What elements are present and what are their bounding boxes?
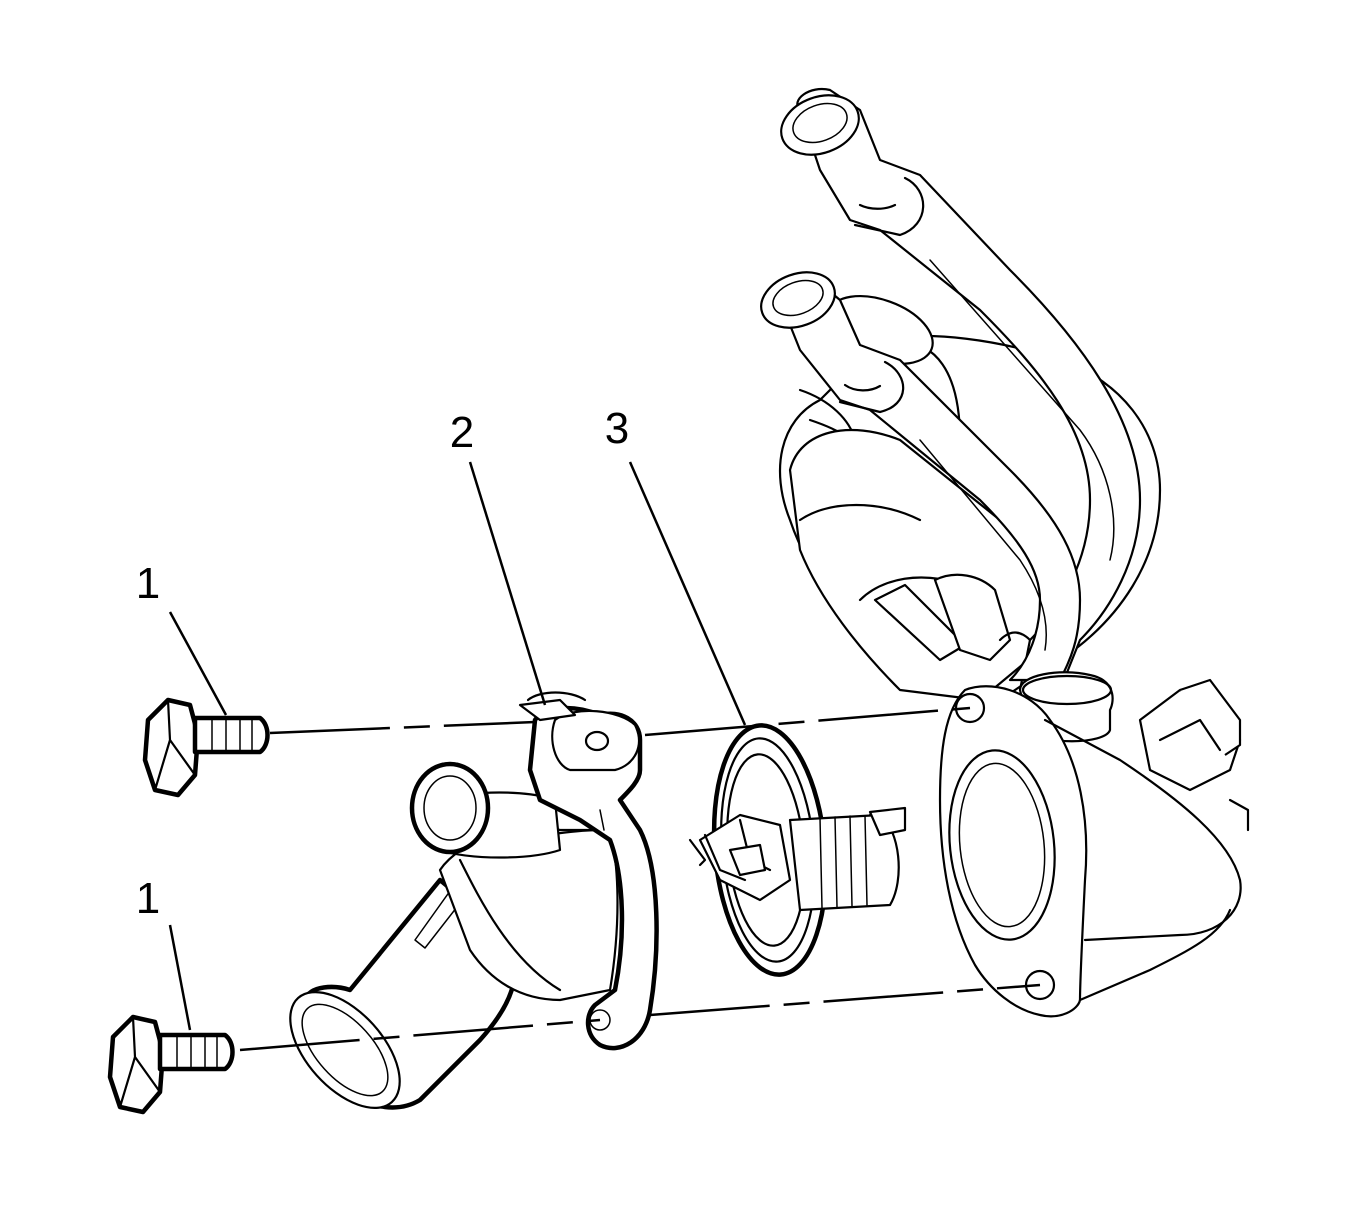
thermostat <box>688 723 907 977</box>
callout-thermostat: 3 <box>605 404 629 453</box>
leader-line-thermostat <box>628 461 747 726</box>
bolt-upper <box>142 697 270 798</box>
assembly-axis-lines <box>239 706 1041 1052</box>
callout-bolt-upper: 1 <box>136 559 160 608</box>
leader-line-bolt-lower <box>168 924 192 1031</box>
leader-line-bolt-upper <box>168 611 228 716</box>
callout-labels: 1 1 2 3 <box>136 404 629 923</box>
bolt-lower <box>107 1014 235 1115</box>
water-outlet-assembly <box>760 87 1250 1018</box>
leader-lines <box>168 461 747 1031</box>
thermostat-housing <box>289 691 659 1110</box>
callout-bolt-lower: 1 <box>136 874 160 923</box>
leader-line-housing <box>468 461 547 706</box>
callout-thermostat-housing: 2 <box>450 408 474 457</box>
